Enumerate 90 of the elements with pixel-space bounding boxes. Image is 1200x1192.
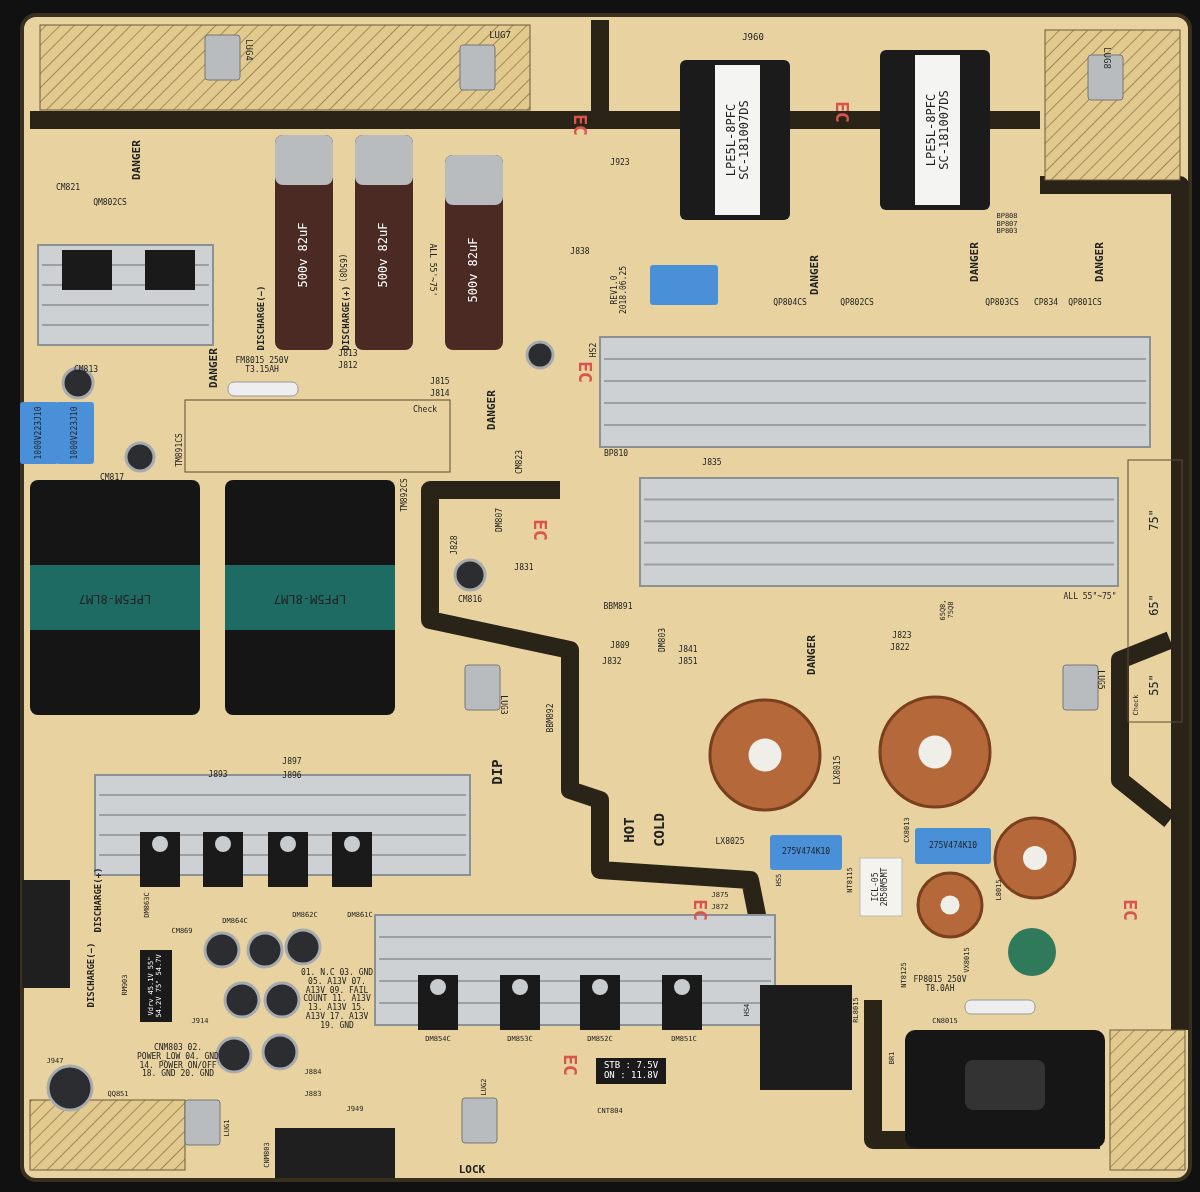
ec-mark: EC xyxy=(575,361,595,383)
warning-label: DANGER xyxy=(805,635,819,675)
ec-mark: EC xyxy=(560,1054,580,1076)
part-ref: QP804CS xyxy=(773,298,807,308)
table-cell: 75" xyxy=(1148,509,1162,531)
board-marking: HOT xyxy=(622,817,638,843)
part-marking: LPE5L-8PFC SC-181007DS xyxy=(924,89,952,172)
part-marking: 500v 82uF xyxy=(377,222,391,288)
part-ref: CM813 xyxy=(73,365,99,375)
warning-label: DANGER xyxy=(1093,242,1107,282)
part-ref: J828 xyxy=(450,535,460,555)
part-ref: J960 xyxy=(742,33,764,43)
board-marking: COLD xyxy=(652,813,668,847)
part-ref: J809 xyxy=(610,641,630,651)
part-marking: 275V474K10 xyxy=(928,841,978,851)
part-ref: DM807 xyxy=(495,507,505,533)
part-ref: LUG3 xyxy=(498,695,508,715)
part-ref: J896 xyxy=(282,771,302,781)
warning-label: DANGER xyxy=(968,242,982,282)
part-ref: LX8025 xyxy=(715,837,745,847)
part-marking: FM8015 250V T3.15AH xyxy=(234,357,290,375)
warning-label: DISCHARGE(−) xyxy=(257,285,267,351)
warning-label: DANGER xyxy=(808,255,822,295)
part-ref: QP802CS xyxy=(840,298,874,308)
part-marking: LPE5L-8PFC SC-181007DS xyxy=(724,99,752,182)
part-ref: DM803 xyxy=(658,627,668,653)
part-ref: QM802CS xyxy=(93,198,127,208)
ec-mark: EC xyxy=(832,101,852,123)
part-ref: LX8015 xyxy=(833,755,843,785)
part-ref: J823 xyxy=(892,631,912,641)
table-heading: Check xyxy=(412,405,438,415)
part-marking: LPF5M-8LM7 xyxy=(273,591,347,605)
pin-table: CNM803 02. POWER_LOW 04. GND 14. POWER ON/OFF 18. GND 20. GND xyxy=(133,1044,223,1080)
part-ref: J838 xyxy=(570,247,590,257)
part-marking: 500v 82uF xyxy=(297,222,311,288)
part-ref: BP810 xyxy=(603,449,629,459)
warning-label: DANGER xyxy=(485,390,499,430)
pin-table: 01. N.C 03. GND 05. A13V 07. A13V 09. FAIL COUNT 11. A13V 13. A13V 15. A13V 17. A13V 19. GND xyxy=(300,969,374,1031)
part-ref: ALL 55'~75' xyxy=(427,243,437,297)
warning-label: DANGER xyxy=(130,140,144,180)
voltage-note: STB : 7.5V ON : 11.8V xyxy=(602,1061,660,1081)
board-marking: DIP xyxy=(490,759,506,785)
part-marking: LPF5M-8LM7 xyxy=(78,591,152,605)
part-ref: J813 xyxy=(338,349,358,359)
part-marking: 1000V223J10 xyxy=(70,406,80,460)
part-ref: HS2 xyxy=(589,342,599,358)
part-ref: J814 xyxy=(430,389,450,399)
part-marking: 275V474K10 xyxy=(781,847,831,857)
part-ref: J923 xyxy=(610,158,630,168)
part-marking: 1000V223J10 xyxy=(34,406,44,460)
part-ref: J822 xyxy=(890,643,910,653)
part-ref: J831 xyxy=(514,563,534,573)
part-ref: J835 xyxy=(702,458,722,468)
part-ref: LUG4 xyxy=(243,39,253,61)
part-ref: CM821 xyxy=(55,183,81,193)
table-cell: 55" xyxy=(1148,674,1162,696)
part-ref: J893 xyxy=(208,770,228,780)
part-ref: TM891CS xyxy=(175,433,185,467)
part-ref: CM823 xyxy=(515,449,525,475)
part-ref: (65Q8) xyxy=(337,253,347,283)
part-marking: 500v 82uF xyxy=(467,237,481,303)
part-marking: REV1.0 2018.06.25 xyxy=(611,264,629,317)
part-ref: CM816 xyxy=(457,595,483,605)
ec-mark: EC xyxy=(690,899,710,921)
part-ref: J897 xyxy=(282,757,302,767)
ec-mark: EC xyxy=(1120,899,1140,921)
part-ref: CP834 xyxy=(1033,298,1059,308)
table-cell: 65" xyxy=(1148,594,1162,616)
warning-label: DANGER xyxy=(207,348,221,388)
warning-label: DISCHARGE(−) xyxy=(87,942,97,1008)
part-ref: QP801CS xyxy=(1068,298,1102,308)
part-ref: J812 xyxy=(338,361,358,371)
part-ref: J851 xyxy=(678,657,698,667)
part-ref: ALL 55"~75" xyxy=(1063,592,1117,602)
part-ref: LUG8 xyxy=(1101,47,1111,69)
part-ref: QP803CS xyxy=(985,298,1019,308)
part-ref: BBM891 xyxy=(603,602,633,612)
part-ref: LUG5 xyxy=(1095,670,1105,690)
ec-mark: EC xyxy=(570,114,590,136)
part-ref: CM817 xyxy=(99,473,125,483)
part-ref: BBM892 xyxy=(546,703,556,733)
board-marking: LOCK xyxy=(458,1163,486,1177)
part-ref: TM892CS xyxy=(400,478,410,512)
part-marking: ICL-05 2R50M5MT xyxy=(872,867,890,907)
part-ref: J841 xyxy=(678,645,698,655)
warning-label: DISCHARGE(+) xyxy=(94,867,104,933)
part-ref: J815 xyxy=(430,377,450,387)
part-ref: J832 xyxy=(602,657,622,667)
ec-mark: EC xyxy=(530,519,550,541)
part-ref: LUG7 xyxy=(489,31,511,41)
